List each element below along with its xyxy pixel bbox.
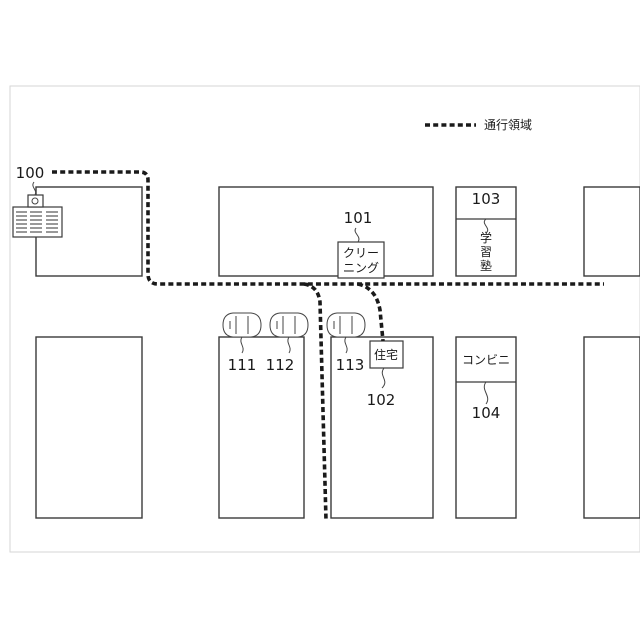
legend-label: 通行領域 — [484, 117, 532, 132]
school-char-1: 学 — [480, 230, 492, 245]
leader-100 — [33, 182, 36, 195]
label-101: 101 — [344, 209, 373, 227]
block-upper-4 — [584, 187, 640, 276]
label-100: 100 — [16, 164, 45, 182]
cleaning-text-2: ニング — [343, 261, 379, 275]
label-103: 103 — [472, 190, 501, 208]
block-lower-1 — [36, 337, 142, 518]
convenience-label: コンビニ — [462, 353, 510, 367]
server-top — [28, 195, 43, 207]
label-113: 113 — [336, 356, 365, 374]
label-111: 111 — [228, 356, 257, 374]
car-icon-111 — [223, 313, 261, 337]
house-label: 住宅 — [374, 347, 398, 362]
school-char-2: 習 — [480, 245, 492, 259]
label-102: 102 — [367, 391, 396, 409]
block-lower-5 — [584, 337, 640, 518]
cleaning-text-1: クリー — [343, 246, 379, 260]
car-icon-113 — [327, 313, 365, 337]
car-icon-112 — [270, 313, 308, 337]
label-112: 112 — [266, 356, 295, 374]
block-upper-2 — [219, 187, 433, 276]
school-char-3: 塾 — [480, 258, 492, 273]
label-104: 104 — [472, 404, 501, 422]
